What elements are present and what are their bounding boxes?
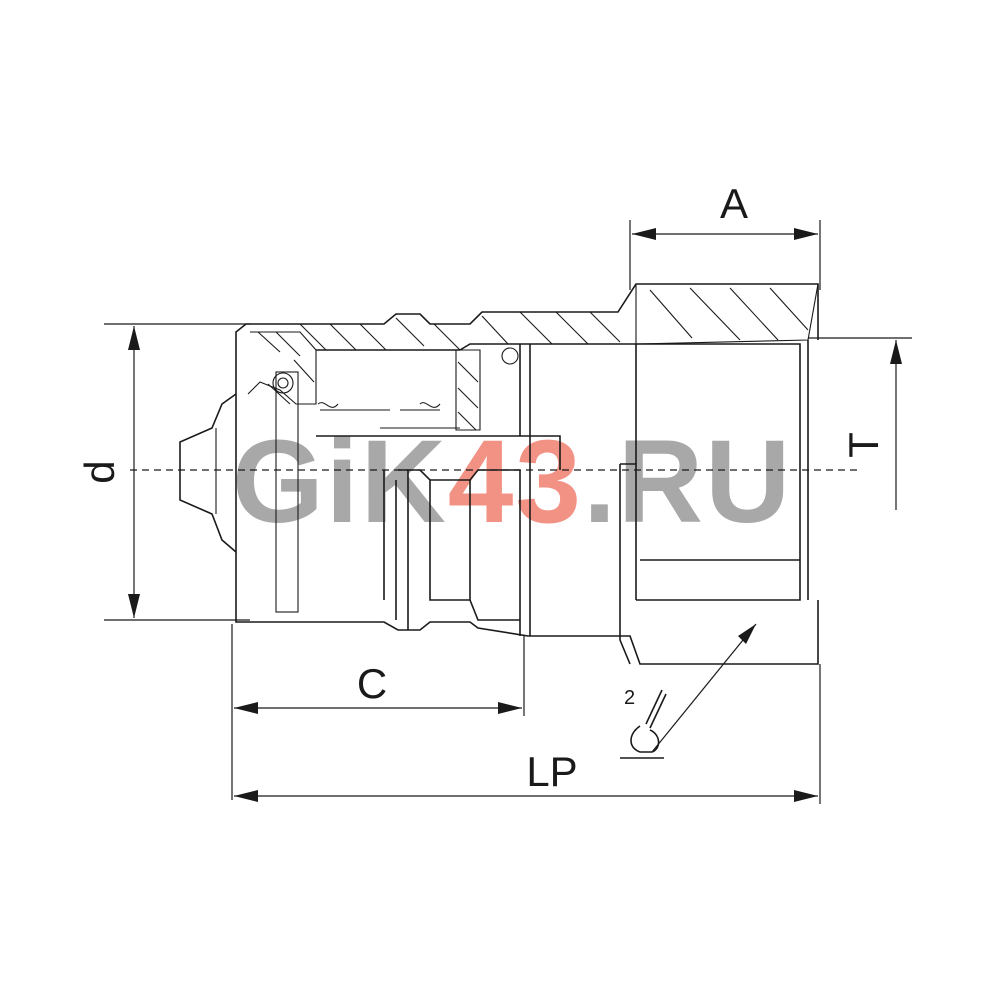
dimension-d: d — [76, 323, 250, 621]
dimension-a: A — [629, 180, 821, 290]
dimension-c: C — [231, 624, 525, 800]
watermark-part1: GiK — [232, 416, 448, 548]
wrench-symbol: 2 — [620, 623, 757, 759]
roughness-value: 2 — [624, 687, 635, 709]
dimension-d-label: d — [76, 460, 123, 483]
fitting-body — [179, 283, 819, 665]
watermark-part3: .RU — [583, 416, 792, 548]
section-hatching — [257, 287, 809, 431]
dimension-t: T — [808, 337, 912, 510]
dimension-lp: LP — [234, 664, 821, 804]
dimension-lp-label: LP — [526, 748, 577, 795]
dimension-t-label: T — [840, 432, 887, 458]
dimension-a-label: A — [720, 180, 748, 227]
dimension-c-label: C — [357, 660, 387, 707]
watermark: GiK43.RU — [232, 416, 792, 548]
svg-text:GiK43.RU: GiK43.RU — [232, 416, 792, 548]
